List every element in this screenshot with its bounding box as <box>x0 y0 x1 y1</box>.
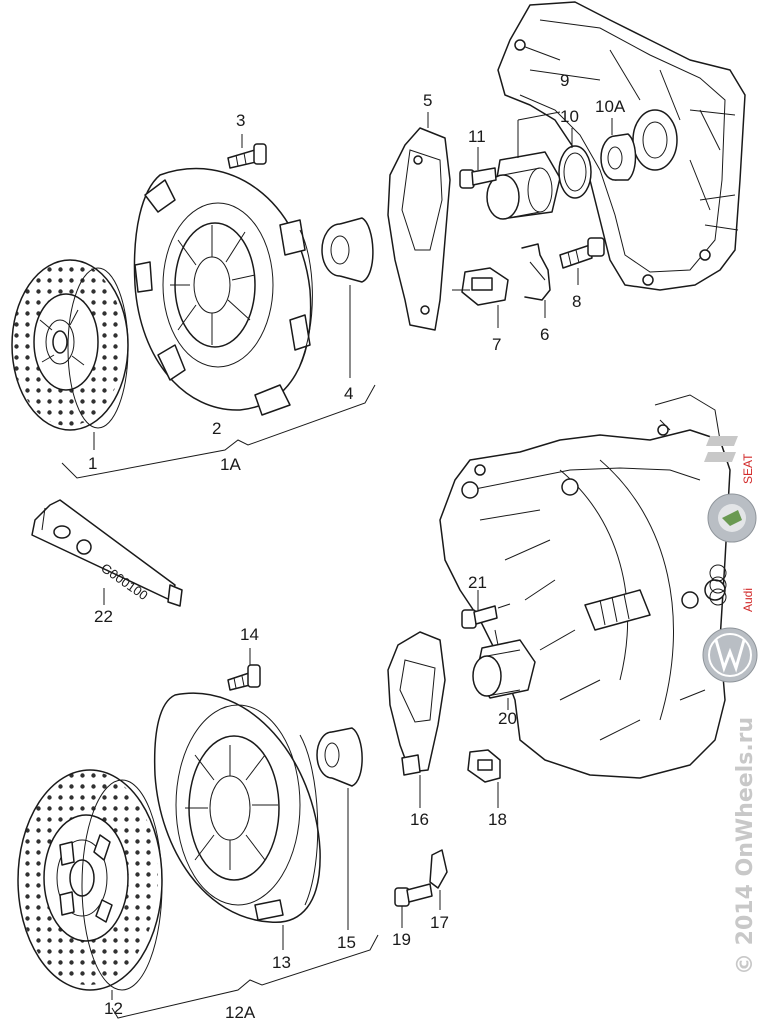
leaders-lower <box>111 590 509 1000</box>
label-2: 2 <box>212 419 221 438</box>
label-6: 6 <box>540 325 549 344</box>
label-13: 13 <box>272 953 291 972</box>
pivot-7 <box>452 267 509 306</box>
bracket-12a <box>111 934 379 1019</box>
label-19: 19 <box>392 930 411 949</box>
stud-8 <box>559 237 605 269</box>
label-15: 15 <box>337 933 356 952</box>
guide-sleeve-9 <box>486 151 561 220</box>
label-3: 3 <box>236 111 245 130</box>
clutch-disc-1 <box>11 259 129 431</box>
bolt-3 <box>227 143 267 169</box>
label-22: 22 <box>94 607 113 626</box>
label-8: 8 <box>572 292 581 311</box>
label-17: 17 <box>430 913 449 932</box>
seat-logo: SEAT <box>704 436 755 484</box>
vw-logo <box>702 627 758 683</box>
label-10a: 10A <box>595 97 626 116</box>
labels-upper: 1 1A 2 3 4 5 6 7 8 9 10 10A 11 <box>88 71 626 474</box>
bolt-11 <box>459 167 497 189</box>
label-10: 10 <box>560 107 579 126</box>
label-4: 4 <box>344 384 353 403</box>
pressure-plate-2 <box>133 167 313 416</box>
label-9: 9 <box>560 71 569 90</box>
clip-17 <box>429 849 448 889</box>
bolt-19 <box>394 883 433 907</box>
spring-clip-6 <box>521 243 551 301</box>
bolt-21 <box>461 603 511 646</box>
label-7: 7 <box>492 335 501 354</box>
label-1: 1 <box>88 454 97 473</box>
labels-lower: 12 12A 13 14 15 16 17 18 19 20 21 <box>104 573 517 1022</box>
guide-sleeve-20 <box>472 639 536 699</box>
release-lever-16 <box>387 631 446 776</box>
gearbox-housing-upper <box>497 1 746 291</box>
audi-logo: Audi <box>709 564 755 612</box>
label-18: 18 <box>488 810 507 829</box>
label-1a: 1A <box>220 455 241 474</box>
skoda-logo <box>707 493 757 543</box>
seal-10a <box>600 133 637 181</box>
label-16: 16 <box>410 810 429 829</box>
pivot-18 <box>467 749 501 783</box>
release-bearing-4 <box>321 217 374 283</box>
label-11: 11 <box>468 127 486 146</box>
label-20: 20 <box>498 709 517 728</box>
gasket-10 <box>558 145 592 199</box>
label-12: 12 <box>104 999 123 1018</box>
audi-label: Audi <box>741 588 755 612</box>
bolt-14 <box>227 664 261 691</box>
release-bearing-15 <box>316 727 363 787</box>
label-14: 14 <box>240 625 259 644</box>
release-fork-5 <box>387 127 451 331</box>
clutch-disc-12 <box>17 769 163 991</box>
leaders-upper <box>93 111 613 450</box>
grease-tube-22: G000100 22 <box>31 499 183 626</box>
label-5: 5 <box>423 91 432 110</box>
seat-label: SEAT <box>741 453 755 484</box>
pressure-plate-13 <box>153 692 321 923</box>
watermark: © 2014 OnWheels.ru <box>733 717 758 975</box>
bracket-1a <box>61 384 376 479</box>
label-12a: 12A <box>225 1003 256 1022</box>
label-21: 21 <box>468 573 487 592</box>
